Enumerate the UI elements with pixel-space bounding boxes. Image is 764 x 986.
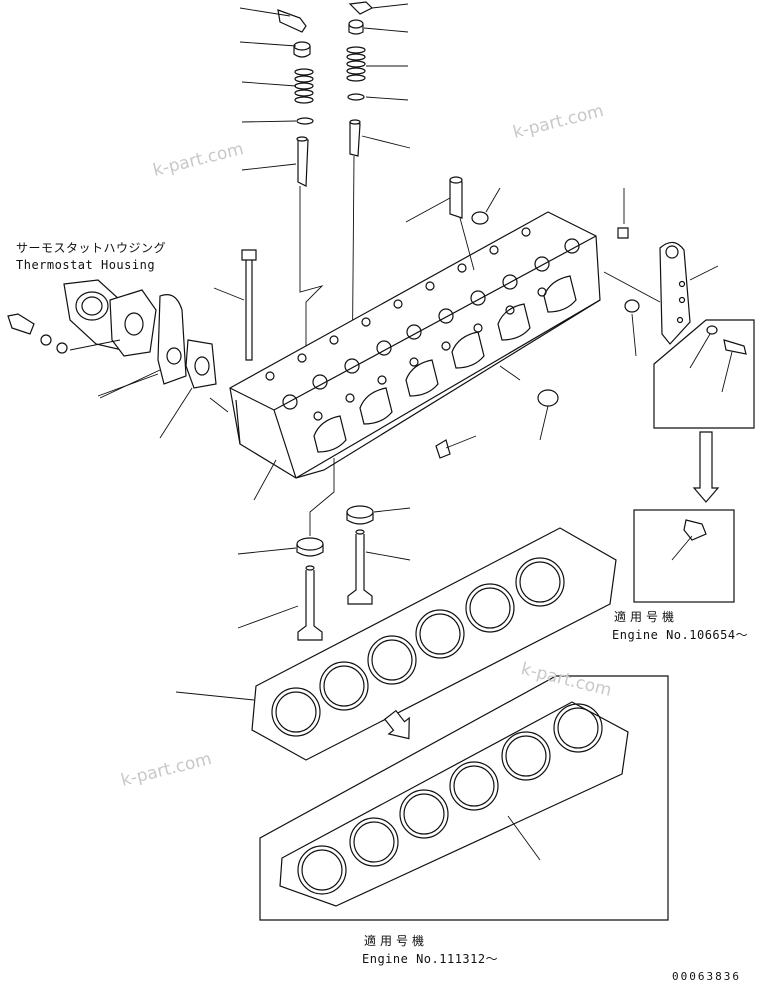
thermostat-label-en: Thermostat Housing — [16, 258, 156, 272]
plugs-right — [405, 176, 640, 459]
applicability-2-en: Engine No.111312～ — [362, 952, 499, 966]
valve-train-right — [346, 1, 374, 399]
thermostat-label-jp: サーモスタットハウジング — [16, 241, 167, 255]
drawing-number: 00063836 — [672, 970, 741, 983]
applicability-1-jp: 適用号機 — [614, 610, 679, 624]
cylinder-head — [99, 211, 601, 501]
lifting-bracket — [603, 241, 755, 429]
valve-train-left — [277, 9, 324, 398]
thermostat-housing — [7, 279, 217, 439]
applicability-2-jp: 適用号機 — [364, 934, 429, 948]
gasket-2-box — [259, 675, 669, 921]
head-gasket-1 — [175, 527, 617, 761]
valves-lower — [237, 458, 411, 641]
applicability-1-en: Engine No.106654～ — [612, 628, 749, 642]
arrow-down-right — [633, 431, 735, 603]
leader-lines-top — [239, 3, 411, 171]
